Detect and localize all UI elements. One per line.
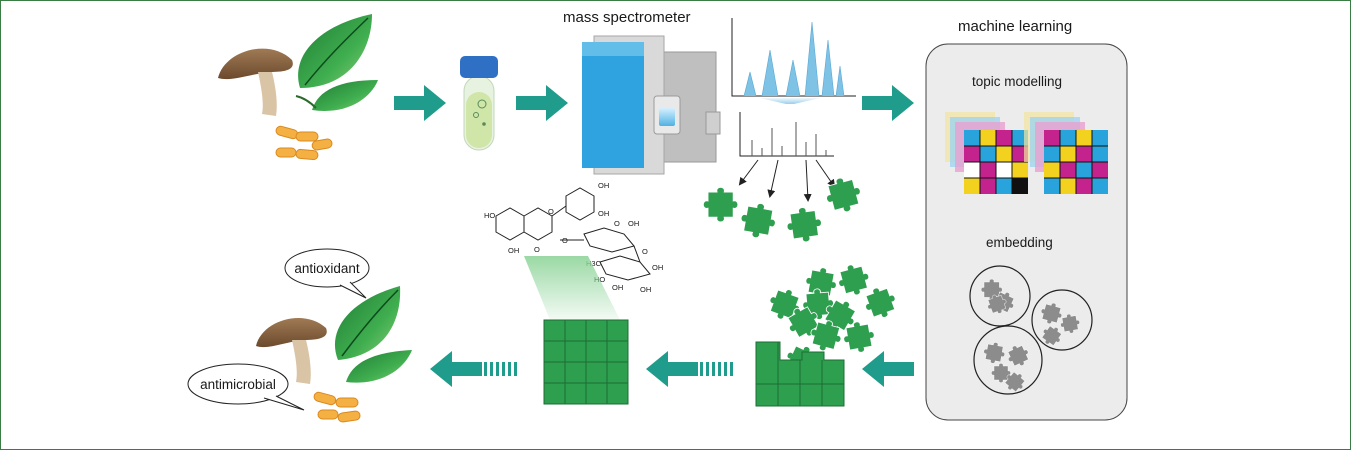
mass-spectrometer-icon (582, 35, 721, 175)
svg-text:OH: OH (508, 246, 519, 255)
molecule-highlight-cone (524, 256, 620, 320)
bacteria-icon-bottom (313, 391, 361, 423)
leaf-icon (295, 14, 378, 111)
topic-puzzle-grid-right (1024, 112, 1108, 194)
arrow-right-3 (862, 85, 914, 121)
antimicrobial-bubble: antimicrobial (187, 363, 305, 411)
antimicrobial-label: antimicrobial (200, 377, 276, 392)
puzzle-pieces-icon (702, 173, 866, 245)
dashed-arrow-left-3 (430, 351, 517, 387)
mushroom-icon-bottom (256, 317, 327, 384)
arrow-left-1 (862, 351, 914, 387)
svg-text:O: O (534, 245, 540, 254)
bacteria-icon (275, 125, 333, 161)
svg-text:O: O (642, 247, 648, 256)
svg-text:HO: HO (484, 211, 495, 220)
topic-modelling-label: topic modelling (972, 74, 1062, 89)
puzzle-board-icon (543, 319, 629, 405)
svg-text:OH: OH (640, 285, 651, 294)
machine-learning-label: machine learning (958, 18, 1072, 35)
svg-text:OH: OH (628, 219, 639, 228)
embedding-label: embedding (986, 235, 1053, 250)
arrow-right-2 (516, 85, 568, 121)
machine-learning-panel (925, 43, 1128, 421)
antioxidant-bubble: antioxidant (284, 248, 370, 299)
dashed-arrow-left-2 (646, 351, 733, 387)
svg-text:OH: OH (652, 263, 663, 272)
molecule-icon (495, 187, 651, 281)
svg-text:OH: OH (612, 283, 623, 292)
topic-puzzle-grid-left (945, 112, 1028, 194)
mushroom-icon (218, 48, 293, 116)
partial-puzzle-board-icon (755, 341, 845, 407)
arrow-right-1 (394, 85, 446, 121)
svg-text:H3C: H3C (586, 259, 602, 268)
embedding-clusters (969, 265, 1093, 396)
leaf-icon-bottom (334, 286, 412, 383)
test-tube-icon (460, 56, 498, 151)
svg-text:O: O (548, 207, 554, 216)
antioxidant-label: antioxidant (294, 261, 360, 276)
svg-text:O: O (562, 236, 568, 245)
svg-text:OH: OH (598, 209, 609, 218)
svg-text:O: O (614, 219, 620, 228)
spectrum-icon (731, 18, 856, 202)
mass-spectrometer-label: mass spectrometer (563, 9, 691, 26)
svg-text:OH: OH (598, 181, 609, 190)
